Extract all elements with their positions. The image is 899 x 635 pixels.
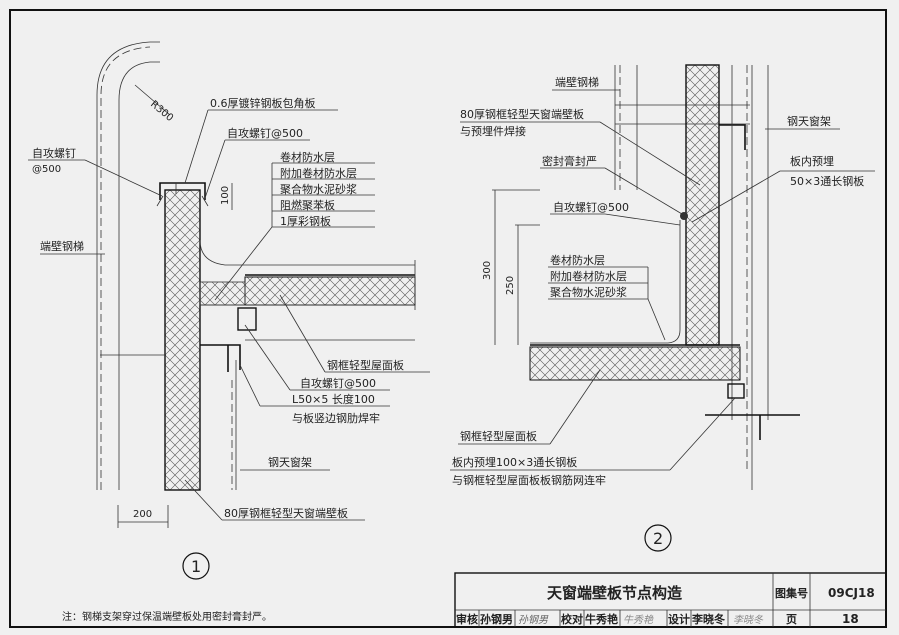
label-wall-2: 80厚钢框轻型天窗端壁板 — [460, 107, 584, 121]
designer: 李晓冬 — [691, 612, 725, 626]
drawing-line — [604, 167, 683, 215]
review-label: 审核 — [456, 612, 478, 626]
dim-300: 300 — [482, 261, 493, 280]
label-screw-2: 自攻螺钉@500 — [553, 200, 629, 214]
drawing-line — [100, 46, 151, 490]
detail-marker-1: 1 — [191, 557, 201, 576]
label-wall-panel-1: 80厚钢框轻型天窗端壁板 — [224, 506, 348, 520]
corner-plate — [159, 182, 206, 200]
dim-100: 100 — [220, 186, 231, 205]
label-corner-plate: 0.6厚镀锌钢板包角板 — [210, 96, 316, 110]
label-layer4: 阻燃聚苯板 — [280, 198, 335, 212]
drawing-line — [134, 84, 171, 116]
label-embed-roof: 板内预埋100×3通长钢板 — [452, 455, 577, 469]
label-frame-1: 钢天窗架 — [268, 455, 312, 469]
page-number: 18 — [842, 612, 859, 626]
drawing-line — [279, 294, 326, 373]
drawing-line — [530, 220, 681, 344]
label-wall-2-weld: 与预埋件焊接 — [460, 124, 526, 138]
drawing-line — [719, 124, 746, 150]
label-embed-2: 板内预埋 — [790, 154, 834, 168]
atlas-number: 09CJ18 — [828, 586, 875, 600]
title-block: 天窗端壁板节点构造 图集号 09CJ18 审核 孙钢男 孙钢男 校对 牛秀艳 牛… — [454, 572, 887, 628]
label-sealant: 密封膏封严 — [542, 154, 597, 168]
drawing-line — [529, 346, 741, 381]
drawing-line — [549, 369, 601, 445]
drawing-line — [244, 324, 291, 391]
drawing-line — [599, 121, 701, 186]
dim-200: 200 — [133, 509, 152, 520]
dim-250: 250 — [505, 276, 516, 295]
label-screw-bottom: 自攻螺钉@500 — [300, 376, 376, 390]
label-frame-2: 钢天窗架 — [787, 114, 831, 128]
ladder-outer-line — [96, 41, 160, 490]
label-layer5: 1厚彩钢板 — [280, 214, 331, 228]
label-layer1: 卷材防水层 — [280, 150, 335, 164]
label-layer3: 聚合物水泥砂浆 — [280, 182, 357, 196]
label-layer2: 附加卷材防水层 — [280, 166, 357, 180]
wall-panel-2 — [685, 64, 720, 346]
reviewer: 孙钢男 — [480, 612, 513, 626]
label-screw-left-spacing: @500 — [32, 164, 61, 175]
label-screw-top: 自攻螺钉@500 — [227, 126, 303, 140]
label-angle: L50×5 长度100 — [292, 392, 375, 406]
drawing-line — [604, 213, 681, 226]
label-layer2-2: 附加卷材防水层 — [550, 269, 627, 283]
label-ladder-1: 端壁钢梯 — [40, 239, 84, 253]
label-embed-2-plate: 50×3通长钢板 — [790, 174, 864, 188]
check-label: 校对 — [561, 612, 583, 626]
label-roof-panel-1: 钢框轻型屋面板 — [327, 358, 404, 372]
drawing-line — [199, 281, 246, 306]
sheet-border — [9, 9, 887, 628]
page-label: 页 — [786, 613, 797, 626]
atlas-label: 图集号 — [775, 586, 808, 600]
detail-1: R300 100 200 0.6厚镀锌钢板包角板 自攻螺钉@500 自攻螺钉 @… — [28, 41, 430, 580]
drawing-line — [214, 226, 273, 301]
drawing-line — [244, 276, 416, 306]
detail-2: 300 250 端壁钢梯 80厚钢框轻型天窗端壁板 与预埋件焊接 钢天窗架 密封… — [450, 64, 875, 552]
drawing-line — [156, 195, 209, 207]
design-label: 设计 — [668, 612, 690, 626]
checker: 牛秀艳 — [585, 612, 618, 626]
wall-panel-1 — [164, 189, 201, 491]
drawing-line — [182, 552, 210, 580]
label-layer3-2: 聚合物水泥砂浆 — [550, 285, 627, 299]
label-roof-panel-2: 钢框轻型屋面板 — [460, 429, 537, 443]
title: 天窗端壁板节点构造 — [547, 584, 682, 602]
detail-marker-2: 2 — [653, 529, 663, 548]
note: 注：钢梯支架穿过保温端壁板处用密封膏封严。 — [62, 610, 272, 623]
drawing-line — [184, 479, 223, 521]
radius-label: R300 — [148, 99, 175, 124]
drawing-line — [239, 364, 261, 407]
drawing-line — [669, 397, 736, 471]
drawing-line — [200, 344, 241, 372]
designer-signature: 李晓冬 — [733, 614, 764, 626]
reviewer-signature: 孙钢男 — [518, 614, 549, 626]
drawing-line — [691, 170, 781, 223]
drawing-line — [454, 572, 887, 628]
drawing-line — [118, 61, 160, 490]
label-screw-left: 自攻螺钉 — [32, 146, 76, 160]
drawing-line — [184, 109, 209, 184]
checker-signature: 牛秀艳 — [623, 614, 654, 626]
drawing-line — [644, 524, 672, 552]
drawing-line — [199, 239, 415, 266]
drawing-line — [84, 159, 163, 197]
label-ladder-2: 端壁钢梯 — [555, 75, 599, 89]
layer-list-1: 卷材防水层 附加卷材防水层 聚合物水泥砂浆 阻燃聚苯板 1厚彩钢板 — [214, 150, 375, 301]
label-embed-roof-connect: 与钢框轻型屋面板板钢筋网连牢 — [452, 473, 606, 487]
drawing-line — [237, 307, 257, 331]
label-angle-weld: 与板竖边钢肋焊牢 — [292, 411, 380, 425]
drawing-line — [204, 139, 226, 199]
drawing-line — [727, 383, 745, 399]
drawing-line — [647, 298, 666, 341]
drawing-line — [705, 414, 800, 440]
layer-list-2: 卷材防水层 附加卷材防水层 聚合物水泥砂浆 — [548, 253, 666, 341]
label-layer1-2: 卷材防水层 — [550, 253, 605, 267]
